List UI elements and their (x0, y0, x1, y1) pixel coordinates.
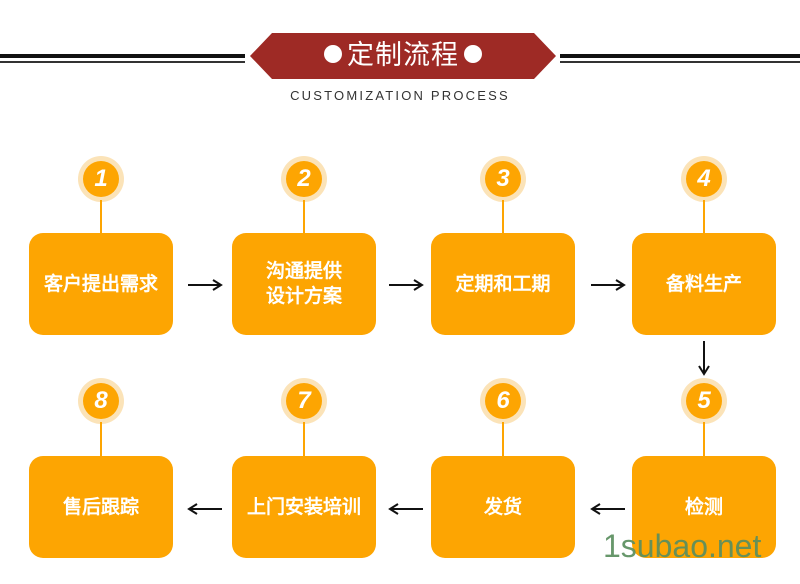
step-box: 定期和工期 (431, 233, 575, 335)
step-number-badge: 6 (480, 378, 526, 424)
step-box: 上门安装培训 (232, 456, 376, 558)
step-number-badge: 4 (681, 156, 727, 202)
connector-stem (703, 200, 705, 233)
connector-stem (303, 200, 305, 233)
step-number-badge: 7 (281, 378, 327, 424)
step-number: 5 (686, 383, 722, 419)
header-rule-left-thick (0, 54, 245, 58)
step-label: 定期和工期 (455, 272, 551, 295)
arrow-right-icon (389, 279, 424, 291)
step-label: 上门安装培训 (246, 495, 361, 518)
step-box: 发货 (431, 456, 575, 558)
connector-stem (100, 422, 102, 456)
bullet-dot-icon (464, 44, 482, 63)
step-number-badge: 2 (281, 156, 327, 202)
step-number: 3 (485, 161, 521, 197)
arrow-right-icon (188, 279, 223, 291)
bullet-dot-icon (324, 44, 342, 63)
connector-stem (303, 422, 305, 456)
step-number: 1 (83, 161, 119, 197)
connector-stem (502, 422, 504, 456)
header-rule-left-thin (0, 61, 245, 63)
step-number: 6 (485, 383, 521, 419)
arrow-left-icon (187, 503, 222, 515)
step-label: 客户提出需求 (43, 272, 158, 295)
step-label: 沟通提供 设计方案 (265, 260, 342, 307)
step-number: 8 (83, 383, 119, 419)
step-box: 售后跟踪 (29, 456, 173, 558)
arrow-left-icon (388, 503, 423, 515)
title-banner: 定制流程 (250, 33, 556, 79)
connector-stem (703, 422, 705, 456)
step-label: 检测 (684, 495, 723, 518)
connector-stem (100, 200, 102, 233)
header-rule-right-thin (560, 61, 800, 63)
banner-shape (250, 33, 556, 79)
step-box: 检测 (632, 456, 776, 558)
page-title-text: 定制流程 (347, 40, 459, 71)
header-rule-right-thick (560, 54, 800, 58)
step-number-badge: 3 (480, 156, 526, 202)
step-box: 客户提出需求 (29, 233, 173, 335)
step-number: 7 (286, 383, 322, 419)
step-number: 2 (286, 161, 322, 197)
watermark: 1subao.net (603, 528, 762, 564)
step-number-badge: 8 (78, 378, 124, 424)
step-label: 售后跟踪 (62, 495, 139, 518)
step-number-badge: 5 (681, 378, 727, 424)
arrow-down-icon (698, 341, 710, 376)
step-label: 备料生产 (665, 272, 742, 295)
page-subtitle: CUSTOMIZATION PROCESS (290, 88, 510, 103)
connector-stem (502, 200, 504, 233)
step-box: 沟通提供 设计方案 (232, 233, 376, 335)
step-number-badge: 1 (78, 156, 124, 202)
step-box: 备料生产 (632, 233, 776, 335)
arrow-right-icon (591, 279, 626, 291)
arrow-left-icon (590, 503, 625, 515)
page-title: 定制流程 (250, 33, 556, 79)
step-number: 4 (686, 161, 722, 197)
step-label: 发货 (483, 495, 522, 518)
